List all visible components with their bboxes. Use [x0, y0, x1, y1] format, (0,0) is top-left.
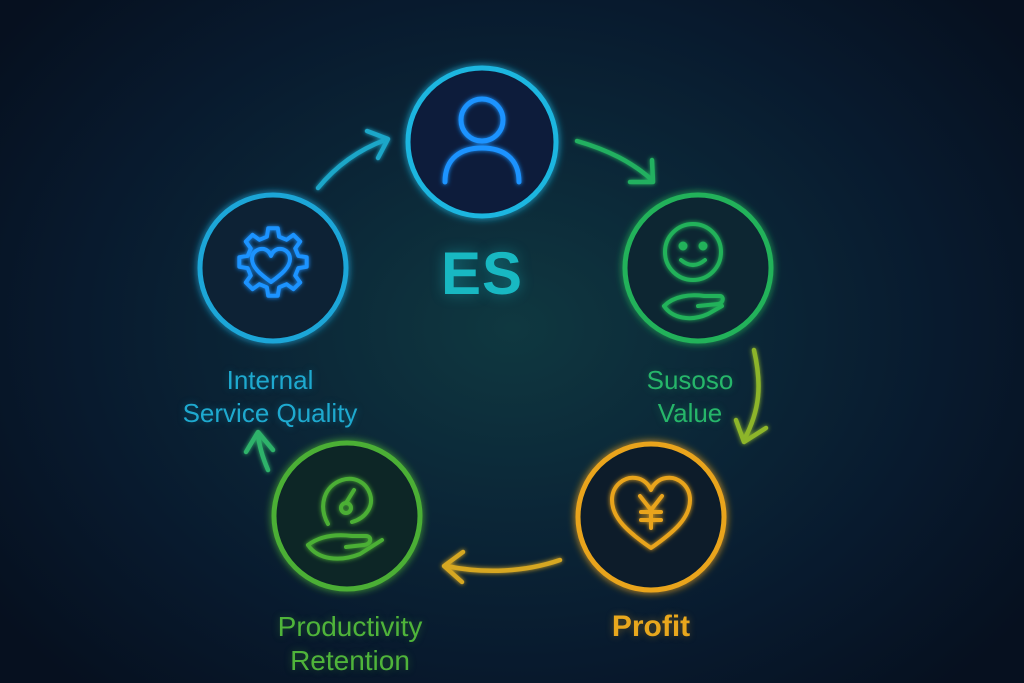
center-label: ES [440, 240, 524, 307]
node-profit [575, 441, 727, 593]
gear-heart-icon [237, 226, 309, 298]
node-value [622, 192, 774, 344]
smiley-hand-icon [662, 222, 725, 321]
arrow-internal-to-es [315, 128, 391, 191]
arrow-productivity-to-internal [243, 429, 276, 473]
label-line: Value [657, 398, 723, 428]
node-internal [197, 192, 349, 344]
label-line: Service Quality [182, 398, 358, 428]
node-es [405, 65, 559, 219]
arrow-es-to-value [574, 138, 656, 185]
heart-yen-icon [610, 475, 692, 550]
person-icon [442, 96, 522, 185]
label-line: Profit [611, 610, 691, 643]
label-profit: Profit [551, 612, 751, 642]
arrow-value-to-profit [733, 347, 769, 445]
label-line: Internal [226, 365, 314, 395]
label-value: Susoso Value [590, 364, 790, 430]
label-line: Productivity [277, 611, 423, 642]
label-internal-service-quality: Internal Service Quality [120, 364, 420, 430]
label-line: Retention [290, 645, 410, 676]
hand-leaf-icon [306, 476, 384, 561]
label-line: Susoso [646, 365, 734, 395]
node-productivity [271, 440, 423, 592]
label-productivity-retention: Productivity Retention [200, 610, 500, 678]
arrow-profit-to-productivity [441, 549, 563, 585]
